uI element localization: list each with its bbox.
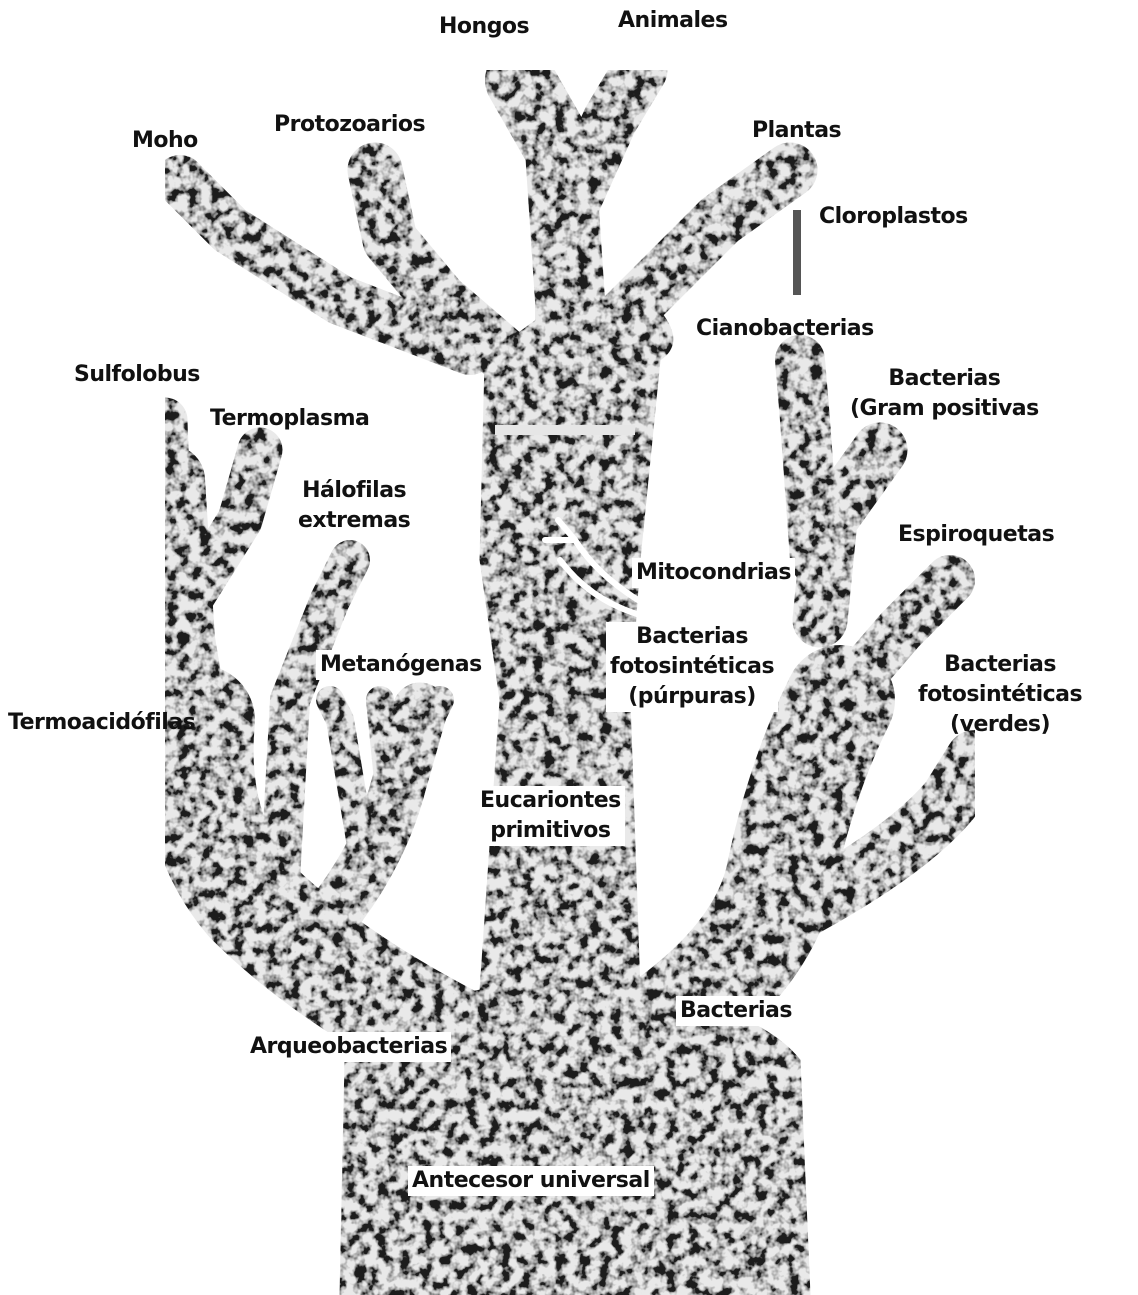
label-hongos: Hongos [435,12,533,42]
label-termoacidofilas: Termoacidófilas [4,708,199,738]
bacteria-arm [660,700,840,1030]
label-bacterias: Bacterias [676,996,796,1026]
branch-plantas [610,170,790,330]
branch-sulfolobus [165,420,170,560]
label-mitocondrias: Mitocondrias [632,558,795,588]
branch-metanogenas-fork1 [330,700,360,840]
label-sulfolobus: Sulfolobus [70,360,204,390]
label-animales: Animales [614,6,732,36]
label-moho: Moho [128,126,202,156]
label-protozoarios: Protozoarios [270,110,429,140]
label-bacterias-gram-positivas: Bacterias(Gram positivas [846,364,1043,424]
label-termoplasma: Termoplasma [206,404,373,434]
label-metanogenas: Metanógenas [316,650,486,680]
label-espiroquetas: Espiroquetas [894,520,1058,550]
mitochondria-band [495,425,635,435]
branch-cianobacterias [800,360,815,560]
label-antecesor-universal: Antecesor universal [408,1166,654,1196]
branch-animales [565,70,640,220]
label-cianobacterias: Cianobacterias [692,314,878,344]
tree-trunk-and-branches [165,70,975,1295]
label-cloroplastos: Cloroplastos [815,202,972,232]
label-arqueobacterias: Arqueobacterias [246,1032,451,1062]
branch-metanogenas-fork2 [380,700,390,800]
label-plantas: Plantas [748,116,845,146]
